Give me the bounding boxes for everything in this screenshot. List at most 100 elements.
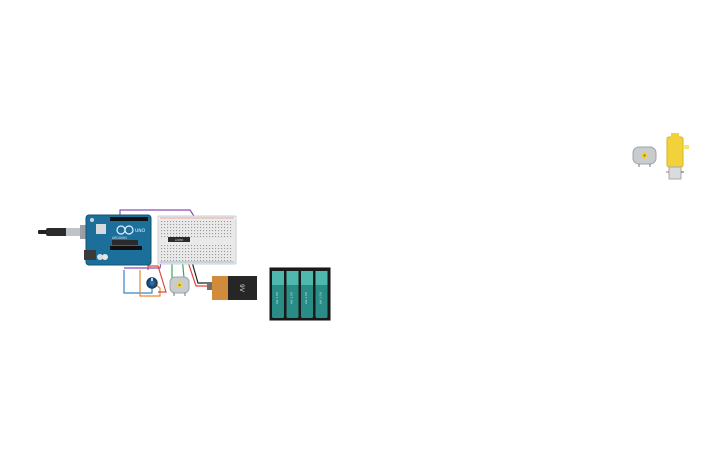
dc-motor-right[interactable] — [632, 146, 657, 167]
breadboard-hole — [218, 248, 220, 250]
breadboard-hole — [176, 248, 178, 250]
breadboard-hole — [194, 227, 196, 229]
breadboard-hole — [203, 251, 205, 253]
breadboard-hole — [179, 251, 181, 253]
breadboard-hole — [164, 224, 166, 226]
breadboard-hole — [179, 257, 181, 259]
breadboard-hole — [176, 224, 178, 226]
breadboard-hole — [215, 233, 217, 235]
breadboard-hole — [203, 227, 205, 229]
breadboard-hole — [230, 260, 232, 262]
breadboard-hole — [185, 236, 187, 238]
breadboard-hole — [215, 251, 217, 253]
breadboard-hole — [224, 236, 226, 238]
breadboard-hole — [200, 254, 202, 256]
breadboard-hole — [185, 260, 187, 262]
breadboard-hole — [164, 245, 166, 247]
aa-cell-label: AA 1.5V — [319, 291, 323, 304]
breadboard-hole — [212, 260, 214, 262]
usb-cable[interactable] — [38, 225, 88, 239]
breadboard-hole — [179, 236, 181, 238]
breadboard-hole — [161, 236, 163, 238]
breadboard-hole — [164, 236, 166, 238]
breadboard-hole — [170, 224, 172, 226]
l293d-chip — [168, 237, 190, 242]
breadboard-hole — [224, 221, 226, 223]
arduino-uno-board[interactable]: UNO ARDUINO — [84, 214, 152, 266]
breadboard-hole — [161, 251, 163, 253]
breadboard-hole — [203, 236, 205, 238]
breadboard-hole — [179, 230, 181, 232]
breadboard-hole — [170, 257, 172, 259]
breadboard-hole — [212, 236, 214, 238]
breadboard-hole — [230, 248, 232, 250]
breadboard-hole — [194, 230, 196, 232]
breadboard-hole — [218, 227, 220, 229]
breadboard-hole — [206, 251, 208, 253]
breadboard-hole — [227, 251, 229, 253]
breadboard-hole — [191, 251, 193, 253]
breadboard-hole — [182, 236, 184, 238]
breadboard-hole — [164, 257, 166, 259]
breadboard-hole — [206, 233, 208, 235]
breadboard-hole — [209, 227, 211, 229]
gear-motor[interactable] — [666, 133, 689, 180]
breadboard-hole — [227, 221, 229, 223]
breadboard-hole — [182, 221, 184, 223]
breadboard-hole — [167, 236, 169, 238]
breadboard-hole — [194, 254, 196, 256]
breadboard-hole — [197, 221, 199, 223]
breadboard-hole — [209, 236, 211, 238]
breadboard-hole — [215, 230, 217, 232]
wire-orange — [139, 270, 161, 297]
breadboard-hole — [221, 227, 223, 229]
breadboard-hole — [218, 224, 220, 226]
breadboard-hole — [194, 257, 196, 259]
analog-header — [110, 246, 142, 250]
breadboard-hole — [206, 254, 208, 256]
breadboard-hole — [173, 236, 175, 238]
breadboard-hole — [212, 233, 214, 235]
breadboard-hole — [200, 248, 202, 250]
breadboard-hole — [194, 245, 196, 247]
breadboard-hole — [218, 254, 220, 256]
breadboard-hole — [230, 254, 232, 256]
breadboard-hole — [212, 221, 214, 223]
wire-black — [191, 261, 214, 284]
breadboard-hole — [173, 221, 175, 223]
breadboard-hole — [164, 251, 166, 253]
breadboard-hole — [161, 221, 163, 223]
breadboard-hole — [176, 230, 178, 232]
breadboard-hole — [188, 245, 190, 247]
breadboard-hole — [212, 257, 214, 259]
breadboard-hole — [191, 260, 193, 262]
breadboard-hole — [167, 257, 169, 259]
breadboard-hole — [161, 254, 163, 256]
breadboard-hole — [215, 254, 217, 256]
breadboard-hole — [218, 245, 220, 247]
breadboard-hole — [167, 227, 169, 229]
breadboard-hole — [209, 233, 211, 235]
breadboard-hole — [197, 254, 199, 256]
breadboard-hole — [185, 254, 187, 256]
breadboard-hole — [218, 236, 220, 238]
breadboard-hole — [218, 221, 220, 223]
breadboard-hole — [176, 254, 178, 256]
breadboard-hole — [227, 227, 229, 229]
breadboard-hole — [170, 221, 172, 223]
breadboard-hole — [185, 224, 187, 226]
potentiometer[interactable] — [146, 277, 158, 289]
breadboard-hole — [164, 254, 166, 256]
breadboard[interactable]: L293D — [157, 215, 237, 265]
breadboard-hole — [203, 260, 205, 262]
aa-cell-top — [315, 271, 328, 285]
breadboard-hole — [224, 251, 226, 253]
chip-label: L293D — [175, 238, 183, 242]
dc-motor[interactable] — [169, 276, 190, 296]
breadboard-hole — [173, 230, 175, 232]
breadboard-hole — [221, 248, 223, 250]
wire-red — [147, 265, 167, 293]
battery-9v[interactable]: 9V — [207, 276, 257, 300]
